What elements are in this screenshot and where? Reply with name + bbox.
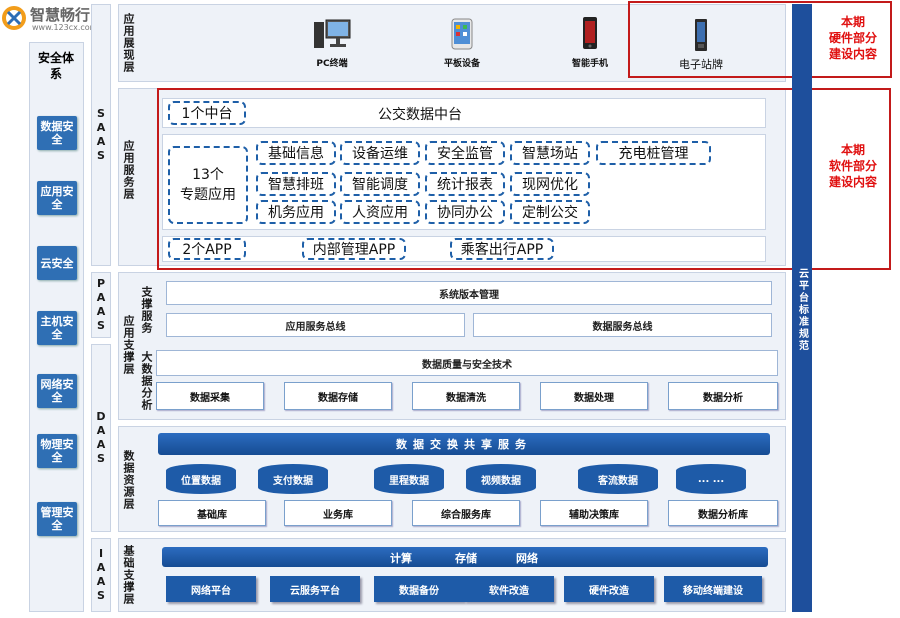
analysis-collect: 数据采集 [156, 382, 264, 410]
infra-storage: 存储 [455, 552, 477, 565]
source-more: ... ... [676, 464, 746, 494]
topics-count-label: 13个 专题应用 [168, 146, 248, 224]
topic-dispatch: 智能调度 [340, 172, 420, 196]
infra-hardware: 硬件改造 [564, 576, 654, 602]
smartphone-icon [582, 16, 598, 50]
device-pc: PC终端 [316, 59, 348, 69]
layer-label-display: 应用展现层 [122, 13, 135, 73]
db-decision: 辅助决策库 [540, 500, 648, 526]
infra-backup: 数据备份 [374, 576, 464, 602]
logo-name: 智慧畅行 [30, 6, 91, 24]
topic-device-ops: 设备运维 [340, 141, 420, 165]
source-mileage: 里程数据 [374, 464, 444, 494]
infra-network: 网络 [516, 552, 538, 565]
mid-platform-label: 1个中台 [168, 101, 246, 125]
topic-scheduling: 智慧排班 [256, 172, 336, 196]
security-item-network: 网络安全 [37, 374, 77, 408]
logo-icon [2, 6, 26, 30]
security-item-cloud: 云安全 [37, 246, 77, 280]
db-comprehensive: 综合服务库 [412, 500, 520, 526]
topic-custom-bus: 定制公交 [510, 200, 590, 224]
infra-software: 软件改造 [464, 576, 554, 602]
pc-terminal-icon [312, 18, 352, 52]
cloud-standard-bar [792, 4, 812, 612]
analysis-analyze: 数据分析 [668, 382, 778, 410]
data-exchange-bar: 数据交换共享服务 [158, 433, 770, 455]
security-title: 安全体系 [37, 51, 74, 81]
topic-hr: 人资应用 [340, 200, 420, 224]
layer-label-support: 应用支撑层 [122, 315, 135, 375]
support-service-label: 支撑服务 [140, 286, 153, 334]
cloud-standard-label: 云平台标准规范 [796, 268, 808, 352]
analysis-clean: 数据清洗 [412, 382, 520, 410]
security-item-management: 管理安全 [37, 502, 77, 536]
app-internal: 内部管理APP [302, 238, 406, 260]
device-tablet: 平板设备 [443, 59, 480, 69]
topic-network-opt: 现网优化 [510, 172, 590, 196]
e-stop-sign-icon [693, 18, 709, 52]
db-basic: 基础库 [158, 500, 266, 526]
hardware-annotation: 本期 硬件部分 建设内容 [828, 15, 877, 61]
mid-platform-title: 公交数据中台 [378, 107, 462, 123]
tier-paas: PAAS [91, 272, 111, 338]
topic-maintenance: 机务应用 [256, 200, 336, 224]
hardware-scope-outline [628, 1, 892, 78]
data-service-bus: 数据服务总线 [473, 313, 772, 337]
apps-label: 2个APP [168, 238, 246, 260]
topic-smart-station: 智慧场站 [510, 141, 590, 165]
infra-compute: 计算 [390, 552, 412, 565]
compute-storage-network-bar [162, 547, 768, 567]
source-passenger-flow: 客流数据 [578, 464, 658, 494]
topic-basic-info: 基础信息 [256, 141, 336, 165]
layer-label-data: 数据资源层 [122, 450, 135, 510]
version-management: 系统版本管理 [166, 281, 772, 305]
analysis-storage: 数据存储 [284, 382, 392, 410]
infra-cloud-platform: 云服务平台 [270, 576, 360, 602]
security-item-host: 主机安全 [37, 311, 77, 345]
infra-network-platform: 网络平台 [166, 576, 256, 602]
security-item-physical: 物理安全 [37, 434, 77, 468]
software-scope-outline [157, 88, 891, 270]
security-item-data: 数据安全 [37, 116, 77, 150]
bigdata-label: 大数据分析 [140, 351, 153, 411]
layer-label-service: 应用服务层 [122, 140, 135, 200]
tier-iaas: IAAS [91, 538, 111, 612]
source-payment: 支付数据 [258, 464, 328, 494]
db-analysis: 数据分析库 [668, 500, 778, 526]
tier-daas: DAAS [91, 344, 111, 532]
layer-label-infra: 基础支撑层 [122, 545, 135, 605]
security-item-app: 应用安全 [37, 181, 77, 215]
device-estop: 电子站牌 [679, 58, 723, 71]
analysis-process: 数据处理 [540, 382, 648, 410]
device-phone: 智能手机 [571, 59, 608, 69]
topic-reports: 统计报表 [425, 172, 505, 196]
app-service-bus: 应用服务总线 [166, 313, 465, 337]
mid-platform-row [162, 98, 766, 128]
source-video: 视频数据 [466, 464, 536, 494]
source-location: 位置数据 [166, 464, 236, 494]
tablet-icon [451, 18, 473, 50]
data-quality-security: 数据质量与安全技术 [156, 350, 778, 376]
logo-url: www.123cx.com [32, 23, 98, 32]
logo: 智慧畅行 www.123cx.com [2, 4, 112, 34]
app-passenger: 乘客出行APP [450, 238, 554, 260]
topic-charging: 充电桩管理 [596, 141, 711, 165]
db-business: 业务库 [284, 500, 392, 526]
infra-mobile-terminal: 移动终端建设 [664, 576, 762, 602]
topic-safety: 安全监管 [425, 141, 505, 165]
software-annotation: 本期 软件部分 建设内容 [828, 143, 877, 189]
topic-collab: 协同办公 [425, 200, 505, 224]
tier-saas: SAAS [91, 4, 111, 266]
